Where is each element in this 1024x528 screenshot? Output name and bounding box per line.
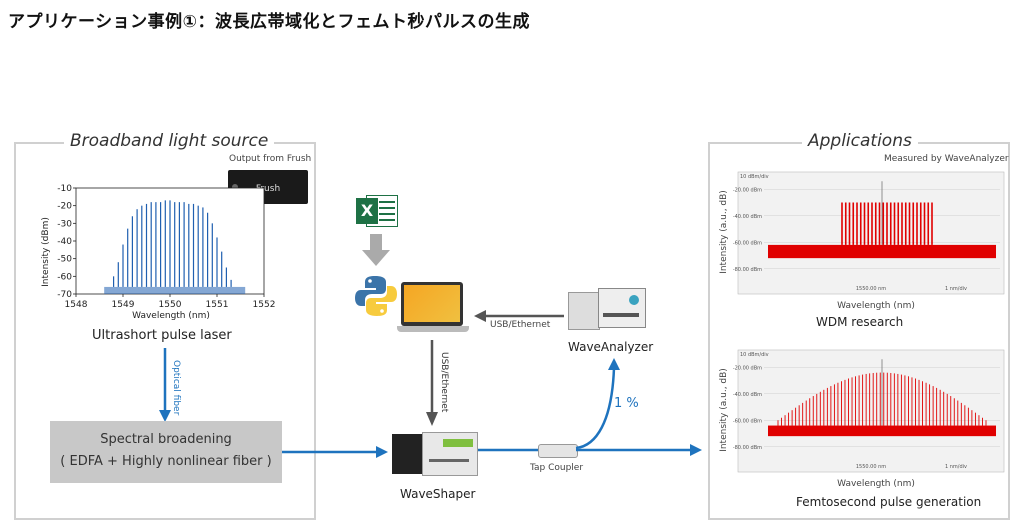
arrow-to-waveshaper (282, 446, 388, 458)
femto-center-readout: 1550.00 nm (856, 464, 886, 470)
excel-icon-letter: X (356, 198, 378, 224)
output-label: Output from Frush (229, 154, 312, 164)
wdm-y-tick-label: -20.00 dBm (733, 187, 762, 193)
spectrum-x-label: Wavelength (nm) (132, 311, 210, 321)
femto-y-tick-label: -60.00 dBm (733, 418, 762, 424)
applications-title: Applications (802, 131, 918, 151)
optical-fiber-label: Optical fiber (171, 360, 181, 416)
tap-to-analyzer-arrow (575, 358, 620, 450)
wdm-label: WDM research (816, 315, 904, 329)
waveanalyzer-label: WaveAnalyzer (568, 340, 654, 354)
python-icon (355, 276, 397, 316)
spectrum-y-tick-label: -20 (57, 202, 72, 212)
waveshaper-label: WaveShaper (400, 487, 476, 501)
wdm-y-tick-label: -60.00 dBm (733, 240, 762, 246)
spectrum-x-tick-label: 1552 (253, 300, 276, 310)
spectrum-chart: Intensity (dBm) Wavelength (nm) -10 -20 -3… (41, 184, 276, 321)
spectrum-y-tick-label: -60 (57, 272, 72, 282)
spectrum-y-tick-label: -50 (57, 255, 72, 265)
femto-noise-floor (768, 425, 996, 437)
waveshaper-device (392, 428, 478, 476)
usb-horizontal-label: USB/Ethernet (490, 320, 551, 330)
femto-chart: Intensity (a.u., dB) Wavelength (nm) 10 … (719, 349, 1005, 489)
tap-coupler-label: Tap Coupler (530, 463, 584, 473)
broadening-line2: ( EDFA + Highly nonlinear fiber ) (60, 454, 272, 469)
spectrum-y-tick-label: -30 (57, 219, 72, 229)
percent-label: 1 % (614, 396, 639, 411)
tap-to-applications-arrow (576, 444, 702, 456)
spectrum-y-tick-label: -70 (57, 290, 72, 300)
excel-to-laptop-arrow (362, 234, 390, 266)
spectrum-x-tick-label: 1549 (112, 300, 135, 310)
spectrum-x-tick-label: 1550 (159, 300, 182, 310)
analyzer-to-laptop-arrow (474, 310, 564, 322)
wdm-chart: Intensity (a.u., dB) Wavelength (nm) 10 … (719, 171, 1005, 311)
broadening-line1: Spectral broadening (100, 432, 232, 447)
spectrum-x-tick-label: 1548 (65, 300, 88, 310)
wdm-y-tick-label: -80.00 dBm (733, 267, 762, 273)
spectrum-y-tick-label: -10 (57, 184, 72, 194)
femto-y-tick-label: -40.00 dBm (733, 392, 762, 398)
page-title: アプリケーション事例①：波長広帯域化とフェムト秒パルスの生成 (8, 12, 531, 32)
power-indicator-icon (232, 184, 238, 190)
laptop-to-waveshaper-arrow (426, 340, 438, 426)
femto-y-tick-label: -20.00 dBm (733, 365, 762, 371)
wdm-y-label: Intensity (a.u., dB) (719, 190, 729, 274)
femto-y-tick-label: -80.00 dBm (733, 445, 762, 451)
laptop-icon (397, 282, 469, 336)
waveshaper-to-tap-line (478, 448, 540, 452)
frush-device-label: Frush (255, 184, 281, 194)
spectrum-x-tick-label: 1551 (206, 300, 229, 310)
broadband-source-title: Broadband light source (64, 131, 275, 151)
spectrum-y-label: Intensity (dBm) (41, 217, 51, 287)
spectral-broadening-box: Spectral broadening ( EDFA + Highly nonl… (50, 421, 282, 483)
femto-span-readout: 1 nm/div (945, 464, 967, 470)
usb-vertical-label: USB/Ethernet (439, 352, 449, 413)
laser-label: Ultrashort pulse laser (92, 328, 232, 343)
wdm-y-tick-label: -40.00 dBm (733, 214, 762, 220)
spectrum-y-tick-label: -40 (57, 237, 72, 247)
excel-icon: X (356, 193, 398, 229)
wdm-x-label: Wavelength (nm) (837, 301, 915, 311)
wdm-scale-label: 10 dBm/div (740, 174, 769, 180)
femto-label: Femtosecond pulse generation (796, 495, 982, 509)
waveanalyzer-device (568, 288, 646, 332)
optical-fiber-arrow (159, 348, 171, 422)
femto-scale-label: 10 dBm/div (740, 352, 769, 358)
measured-label: Measured by WaveAnalyzer (884, 154, 1009, 164)
femto-y-label: Intensity (a.u., dB) (719, 368, 729, 452)
spectrum-noise-floor (104, 286, 246, 294)
femto-x-label: Wavelength (nm) (837, 479, 915, 489)
wdm-center-readout: 1550.00 nm (856, 286, 886, 292)
wdm-span-readout: 1 nm/div (945, 286, 967, 292)
wdm-noise-floor (768, 244, 996, 259)
